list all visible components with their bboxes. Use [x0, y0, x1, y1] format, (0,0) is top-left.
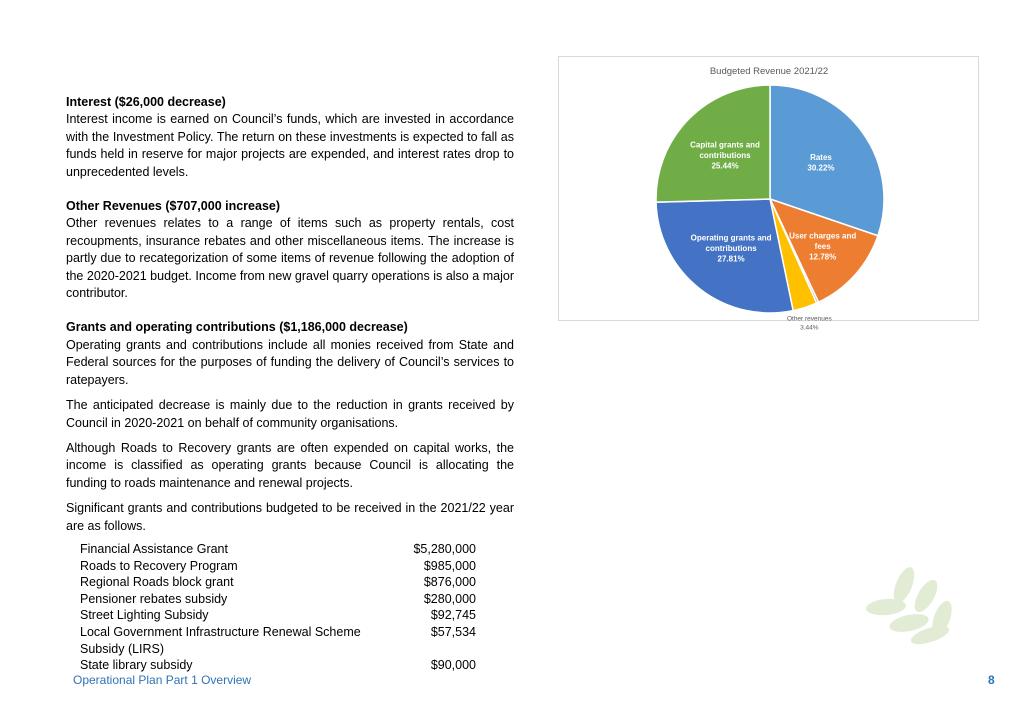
slice-category-label: Operating grants and: [691, 233, 772, 242]
table-row: Local Government Infrastructure Renewal …: [80, 624, 476, 657]
grant-amount: $280,000: [423, 591, 476, 606]
grant-amount: $876,000: [423, 575, 476, 590]
grants-paragraph-4: Significant grants and contributions bud…: [66, 501, 514, 533]
pie-slice: [769, 84, 885, 237]
slice-category-label: Other revenues: [787, 315, 833, 322]
grants-paragraph-3: Although Roads to Recovery grants are of…: [66, 440, 514, 490]
leaf-logo-icon: [864, 563, 959, 653]
body-text-column: Interest ($26,000 decrease) Interest inc…: [66, 94, 514, 674]
table-row: Roads to Recovery Program $985,000: [80, 558, 476, 575]
grant-amount: $5,280,000: [413, 541, 476, 556]
pie-slice: [655, 198, 795, 314]
grant-amount: $57,534: [430, 624, 476, 639]
grant-amount: $985,000: [423, 558, 476, 573]
table-row: Regional Roads block grant $876,000: [80, 574, 476, 591]
slice-category-label: contributions: [699, 151, 751, 160]
table-row: Pensioner rebates subsidy $280,000: [80, 591, 476, 608]
slice-category-label: contributions: [706, 244, 758, 253]
grants-heading: Grants and operating contributions ($1,1…: [66, 320, 408, 335]
table-row: State library subsidy $90,000: [80, 657, 476, 674]
interest-heading: Interest ($26,000 decrease): [66, 95, 226, 109]
slice-value-label: 30.22%: [807, 163, 834, 172]
pie-slice: [655, 84, 771, 203]
grants-paragraph-1: Operating grants and contributions inclu…: [66, 337, 514, 387]
grant-name: Pensioner rebates subsidy: [80, 591, 228, 606]
grant-name: Local Government Infrastructure Renewal …: [80, 624, 361, 656]
page-number: 8: [988, 673, 995, 687]
grants-paragraph-2: The anticipated decrease is mainly due t…: [66, 398, 514, 430]
other-revenues-heading: Other Revenues ($707,000 increase): [66, 199, 281, 214]
grant-amount: $92,745: [430, 608, 476, 623]
slice-category-label: Capital grants and: [690, 140, 760, 149]
other-revenues-body: Other revenues relates to a range of ite…: [66, 216, 514, 301]
grant-name: Roads to Recovery Program: [80, 558, 238, 573]
pie-slice: [768, 197, 879, 304]
grant-amount: $90,000: [430, 658, 476, 673]
slice-value-label: 25.44%: [711, 161, 738, 170]
grant-name: Financial Assistance Grant: [80, 541, 228, 556]
footer-document-title: Operational Plan Part 1 Overview: [73, 673, 252, 687]
slice-category-label: fees: [815, 242, 832, 251]
chart-title: Budgeted Revenue 2021/22: [710, 66, 828, 77]
slice-category-label: Rates: [810, 153, 832, 162]
grant-name: State library subsidy: [80, 658, 193, 673]
slice-category-label: User charges and: [789, 231, 856, 240]
grant-name: Street Lighting Subsidy: [80, 608, 209, 623]
interest-body: Interest income is earned on Council’s f…: [66, 112, 514, 179]
slice-value-label: 27.81%: [718, 254, 745, 263]
slice-value-label: 12.78%: [809, 252, 836, 261]
grant-name: Regional Roads block grant: [80, 575, 234, 590]
table-row: Street Lighting Subsidy $92,745: [80, 607, 476, 624]
grants-table: Financial Assistance Grant $5,280,000 Ro…: [80, 541, 476, 674]
table-row: Financial Assistance Grant $5,280,000: [80, 541, 476, 558]
slice-value-label: 3.44%: [800, 324, 819, 331]
